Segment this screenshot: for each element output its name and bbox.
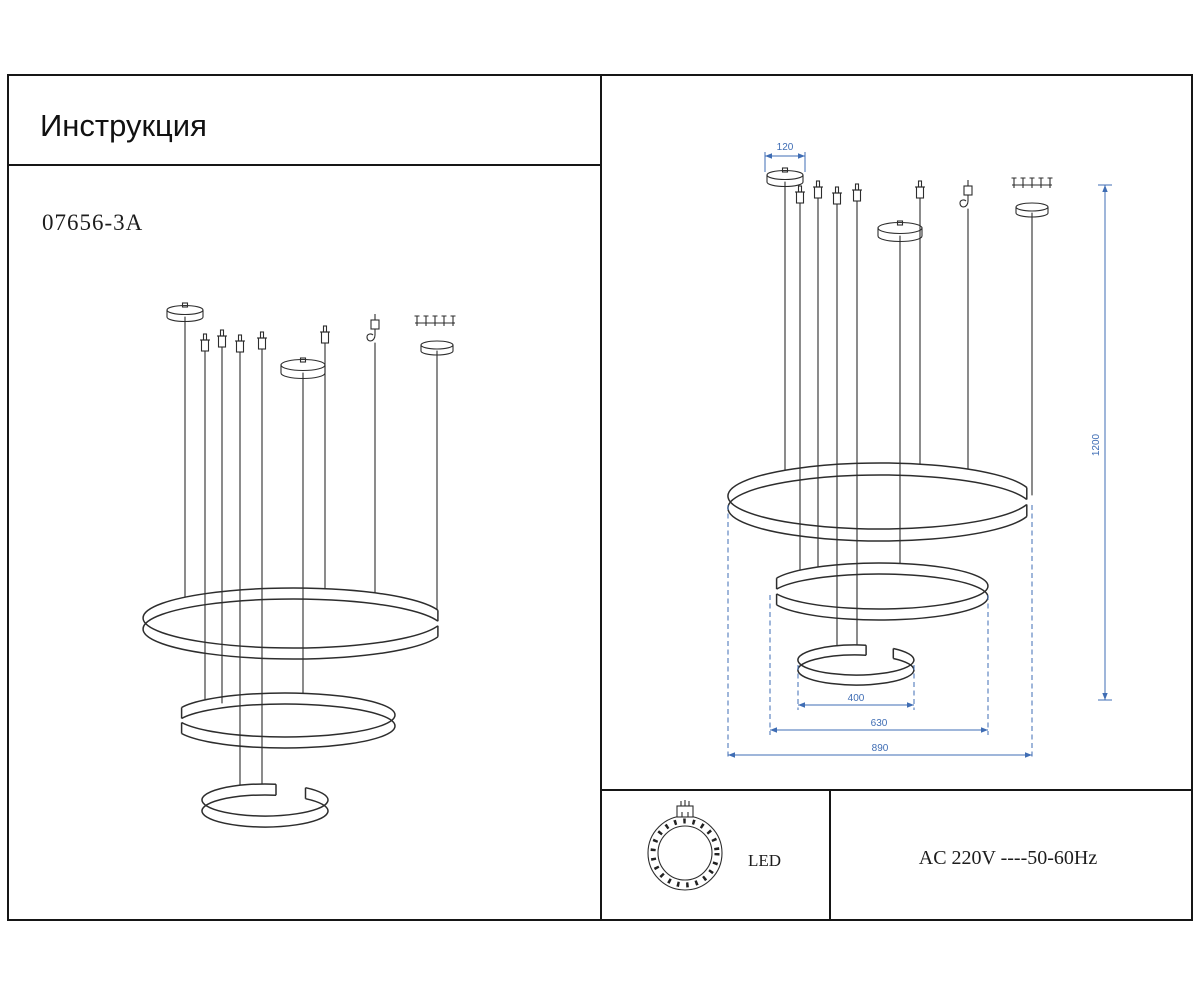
chandelier-drawing-right <box>727 167 1053 686</box>
panel-frames <box>7 74 1193 921</box>
dim-label-400: 400 <box>848 693 865 704</box>
dimension-canopy-120: 120 <box>764 142 806 172</box>
power-spec: AC 220V ----50-60Hz <box>919 847 1098 869</box>
led-label: LED <box>748 851 781 870</box>
mounting-screws <box>1011 177 1053 188</box>
dim-label-890: 890 <box>872 743 889 754</box>
chandelier-drawing-left <box>142 302 456 828</box>
ring-large <box>727 462 1028 542</box>
suspension-wires <box>784 181 1033 647</box>
ring-large <box>142 587 439 660</box>
dimension-height-1200: 1200 <box>1091 184 1112 701</box>
dimension-ring-630: 630 <box>769 595 989 735</box>
mounting-screws <box>414 315 456 326</box>
ring-middle <box>180 692 396 749</box>
ceiling-canopy <box>766 167 804 188</box>
wire-gripper <box>200 325 330 353</box>
ring-small <box>797 644 915 686</box>
ring-small <box>201 783 329 828</box>
wire-gripper <box>795 180 925 205</box>
dimension-ring-400: 400 <box>797 665 915 710</box>
ceiling-canopy <box>166 302 204 323</box>
ceiling-canopy-small <box>1015 202 1049 218</box>
led-driver-connector <box>676 805 694 818</box>
hook-fitting <box>366 314 380 342</box>
dim-label-1200: 1200 <box>1091 433 1102 456</box>
model-number: 07656-3A <box>42 210 143 235</box>
led-ring-icon <box>647 800 723 891</box>
dimension-ring-890: 890 <box>727 505 1033 760</box>
dim-label-120: 120 <box>777 142 794 153</box>
page-title: Инструкция <box>40 108 207 143</box>
ring-middle <box>775 562 989 621</box>
dim-label-630: 630 <box>871 718 888 729</box>
right-panel-border <box>600 74 1193 921</box>
suspension-wires <box>184 316 438 786</box>
hook-fitting <box>959 180 973 208</box>
left-panel-border <box>7 74 602 921</box>
